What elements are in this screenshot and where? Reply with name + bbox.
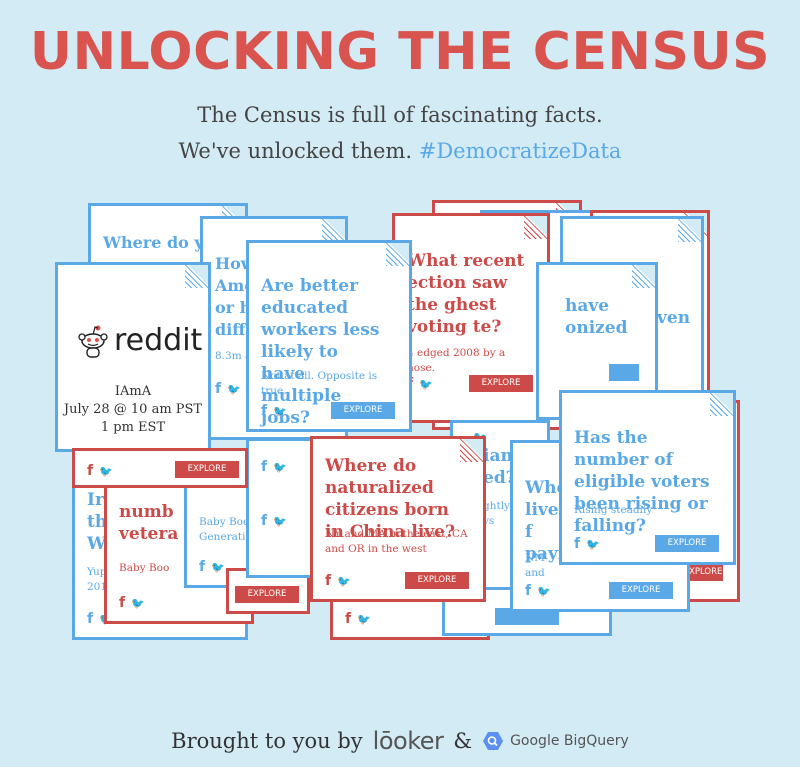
explore-button-partial[interactable] (609, 364, 639, 381)
card-question: How Ame or h diffi (215, 254, 255, 339)
bigquery-logo[interactable]: Google BigQuery (482, 731, 629, 751)
ama-date: July 28 @ 10 am PST (63, 402, 203, 417)
explore-button[interactable]: EXPLORE (469, 375, 533, 392)
twitter-icon[interactable]: 🐦 (273, 405, 293, 418)
looker-logo[interactable]: lōoker (372, 727, 444, 755)
card-recent-election[interactable]: What recent ection saw the ghest voting … (392, 213, 550, 423)
reddit-alien-icon (78, 325, 108, 358)
social-share[interactable]: f🐦 (87, 463, 119, 479)
explore-button[interactable]: EXPLORE (655, 535, 719, 552)
explore-button[interactable]: EXPLORE (175, 461, 239, 478)
twitter-icon[interactable]: 🐦 (273, 461, 293, 474)
social-share[interactable]: f🐦 (325, 573, 357, 589)
explore-button-partial[interactable] (495, 608, 559, 625)
ama-details: IAmA July 28 @ 10 am PST 1 pm EST (58, 383, 208, 437)
social-share[interactable]: f🐦 (345, 611, 377, 627)
twitter-icon[interactable]: 🐦 (211, 561, 231, 574)
twitter-icon[interactable]: 🐦 (419, 378, 439, 391)
reddit-wordmark: reddit (114, 323, 203, 358)
footer: Brought to you by lōoker & Google BigQue… (0, 727, 800, 755)
card-answer: Baby Boo Generation (199, 516, 259, 543)
card-question: numb vetera (119, 502, 179, 544)
card-question: What recent ection saw the ghest voting … (407, 251, 525, 337)
card-answer: NY and MA in the east, CA and OR in the … (325, 528, 468, 555)
page-title: UNLOCKING THE CENSUS (29, 22, 771, 82)
social-share[interactable]: f🐦 (261, 459, 293, 475)
card-answer: 8.3m a (215, 350, 252, 362)
twitter-icon[interactable]: 🐦 (227, 383, 247, 396)
explore-button[interactable]: EXPLORE (405, 572, 469, 589)
social-share[interactable]: f🐦 (574, 536, 606, 552)
card-answer: Not at all. Opposite is true. (261, 370, 378, 397)
ama-time: 1 pm EST (100, 420, 166, 435)
social-share[interactable]: f🐦 (199, 559, 231, 575)
facebook-icon[interactable]: f (261, 513, 274, 529)
bigquery-icon (483, 732, 504, 750)
twitter-icon[interactable]: 🐦 (357, 613, 377, 626)
facebook-icon[interactable]: f (199, 559, 212, 575)
twitter-icon[interactable]: 🐦 (273, 515, 293, 528)
card-naturalized-citizens[interactable]: Where do naturalized citizens born in Ch… (310, 436, 486, 602)
bigquery-wordmark: Google BigQuery (510, 733, 629, 749)
subtitle-line-1: The Census is full of fascinating facts. (197, 103, 603, 127)
card-question: ian ed? (483, 446, 516, 488)
card-eligible-voters[interactable]: Has the number of eligible voters been r… (559, 390, 736, 565)
card-answer: NM and (525, 552, 545, 579)
facebook-icon[interactable]: f (261, 459, 274, 475)
social-share[interactable]: f🐦 (215, 381, 247, 397)
reddit-logo[interactable]: reddit (78, 323, 202, 358)
social-share[interactable]: f🐦 (261, 403, 293, 419)
footer-ampersand: & (453, 729, 473, 753)
social-share-2[interactable]: f🐦 (261, 513, 293, 529)
card-answer: Baby Boo (119, 562, 170, 574)
facebook-icon[interactable]: f (119, 595, 132, 611)
card-answer: 4 edged 2008 by a nose. (407, 347, 506, 374)
card-answer: Rising steadliy (574, 504, 653, 516)
social-share[interactable]: f🐦 (119, 595, 151, 611)
social-share[interactable]: f🐦 (525, 583, 557, 599)
facebook-icon[interactable]: f (525, 583, 538, 599)
twitter-icon[interactable]: 🐦 (586, 538, 606, 551)
ama-title: IAmA (114, 384, 152, 399)
card-question: have onized (565, 296, 628, 338)
facebook-icon[interactable]: f (261, 403, 274, 419)
card-question: Has the number of eligible voters been r… (574, 428, 710, 536)
card-question: Where do yo (103, 233, 215, 252)
facebook-icon[interactable]: f (325, 573, 338, 589)
footer-prefix: Brought to you by (171, 729, 363, 753)
card-red-under-reddit[interactable]: f🐦 EXPLORE (72, 448, 248, 488)
card-question: Are better educated workers less likely … (261, 276, 380, 428)
explore-button[interactable]: EXPLORE (683, 564, 723, 581)
twitter-icon[interactable]: 🐦 (131, 597, 151, 610)
card-reddit-ama[interactable]: reddit IAmA July 28 @ 10 am PST 1 pm EST (55, 262, 211, 452)
facebook-icon[interactable]: f (345, 611, 358, 627)
facebook-icon[interactable]: f (574, 536, 587, 552)
twitter-icon[interactable]: 🐦 (99, 465, 119, 478)
explore-button[interactable]: EXPLORE (331, 402, 395, 419)
twitter-icon[interactable]: 🐦 (337, 575, 357, 588)
subtitle-line-2-text: We've unlocked them. (178, 139, 413, 163)
facebook-icon[interactable]: f (215, 381, 228, 397)
card-question: Where do naturalized citizens born in Ch… (325, 456, 455, 542)
card-question: Whe live f payi (525, 478, 568, 564)
hashtag-link[interactable]: #DemocratizeData (418, 139, 622, 163)
facebook-icon[interactable]: f (87, 463, 100, 479)
explore-button[interactable]: EXPLORE (609, 582, 673, 599)
subtitle-line-2: We've unlocked them. #DemocratizeData (0, 137, 800, 165)
explore-button[interactable]: EXPLORE (235, 586, 299, 603)
card-educated-workers[interactable]: Are better educated workers less likely … (246, 240, 412, 432)
facebook-icon[interactable]: f (87, 611, 100, 627)
twitter-icon[interactable]: 🐦 (537, 585, 557, 598)
